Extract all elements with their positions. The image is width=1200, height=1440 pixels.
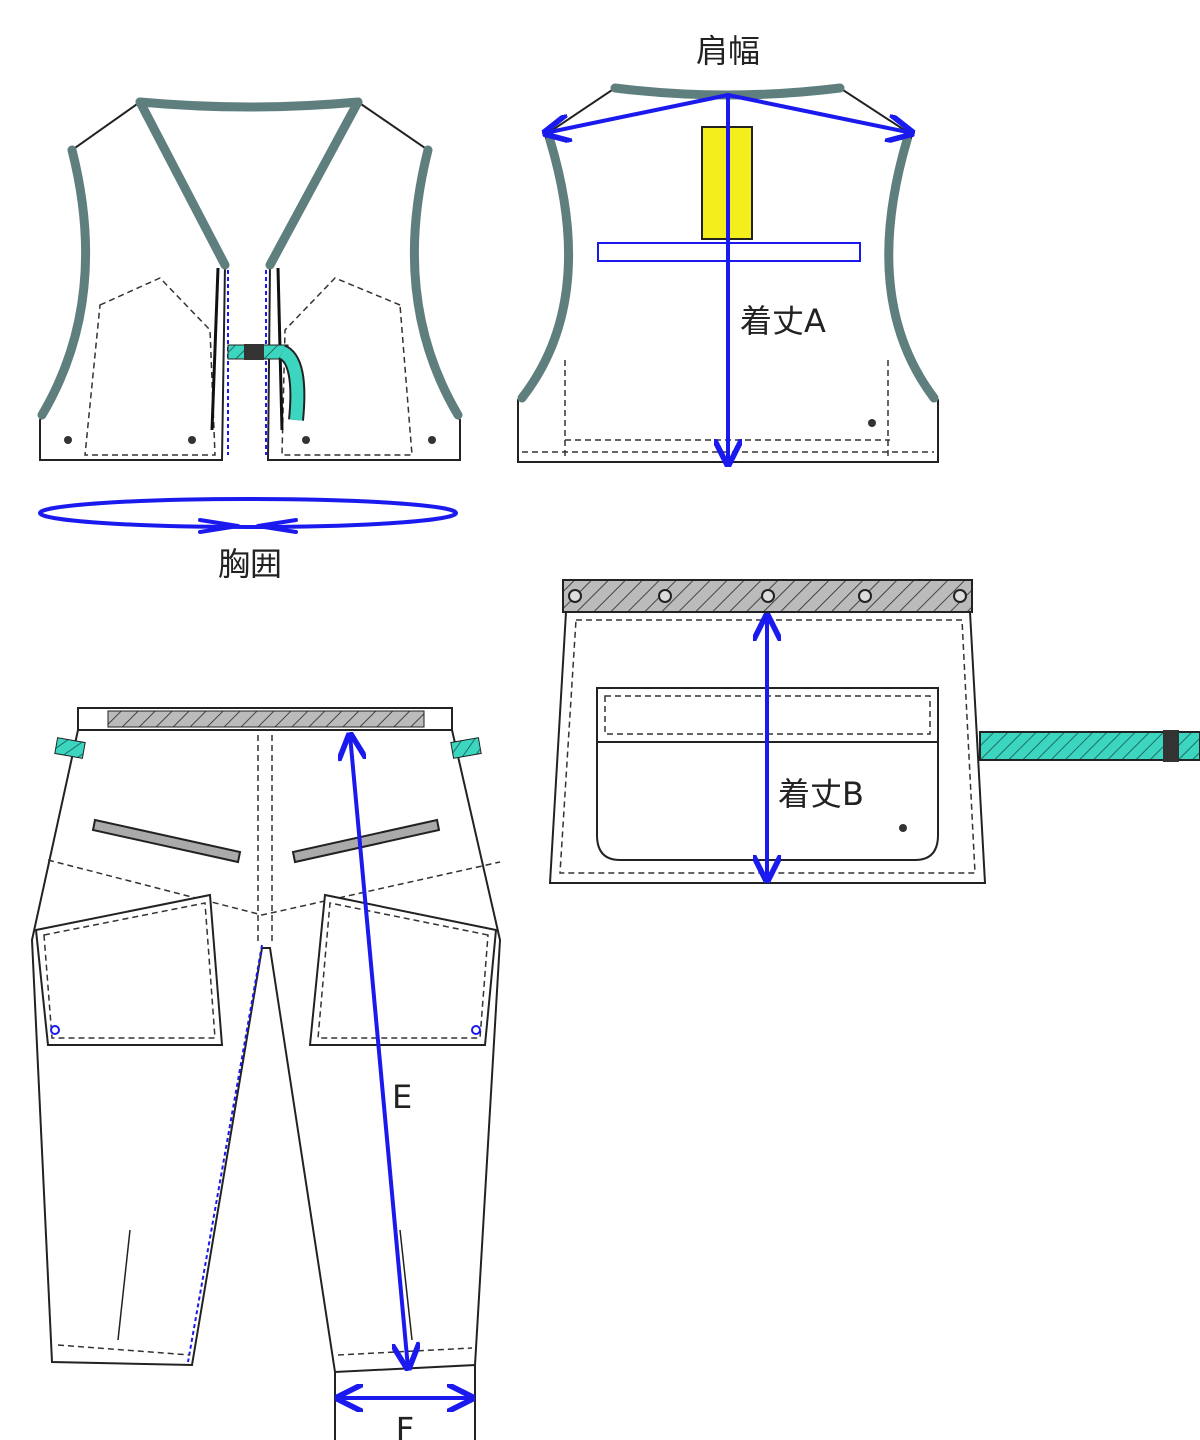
- chest-arrow-icon: [256, 518, 298, 534]
- chest-arrow-icon: [198, 518, 240, 534]
- vest-front: [37, 97, 463, 461]
- chest-label: 胸囲: [218, 545, 282, 583]
- pants-waistband: [107, 710, 425, 728]
- chest-measure-line: [38, 497, 458, 529]
- f-label: F: [396, 1410, 414, 1440]
- vest-front-left-panel: [39, 100, 227, 461]
- e-measure-arrow: [350, 735, 408, 1368]
- pants-back: [30, 707, 502, 1374]
- shoulder-width-label: 肩幅: [696, 32, 760, 70]
- length-a-label: 着丈A: [740, 302, 826, 340]
- length-b-label: 着丈B: [778, 775, 864, 813]
- waist-bag: [548, 579, 1200, 884]
- e-label: E: [392, 1078, 412, 1116]
